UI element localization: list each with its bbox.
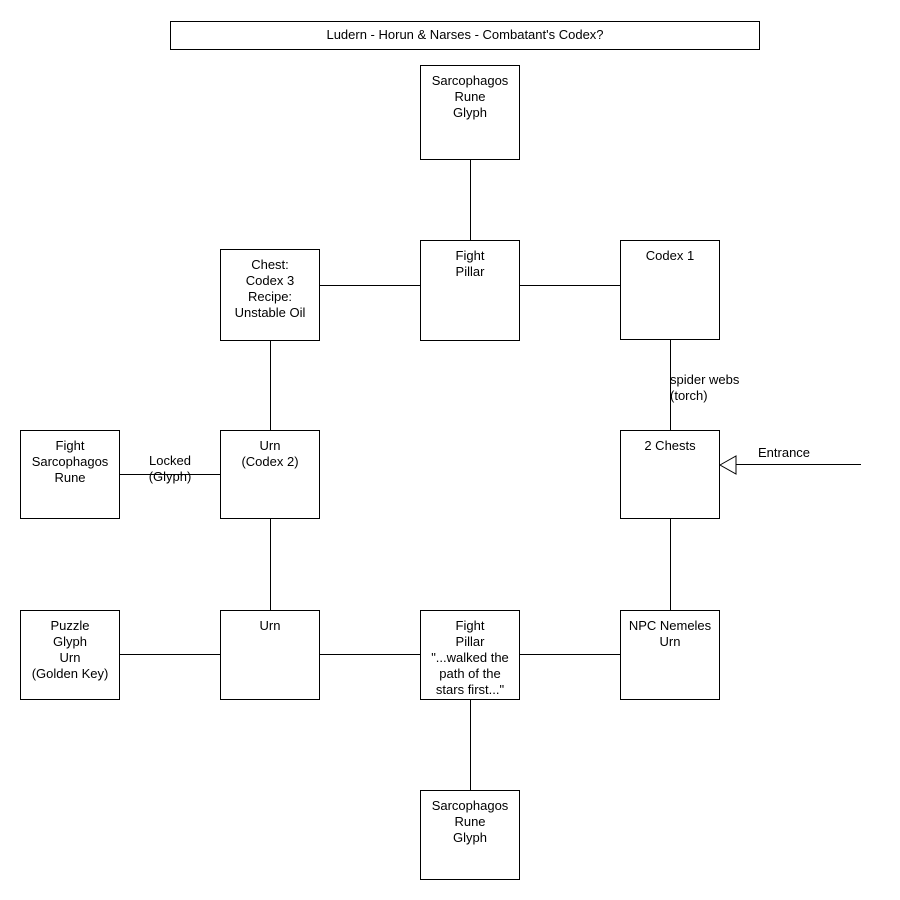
node-fight-pillar-top[interactable]: Fight Pillar [420,240,520,341]
edge-codex1-to-2chests [670,340,671,430]
edge-chest-to-urn-codex2 [270,341,271,430]
node-chest-codex3-recipe-unstable-oil[interactable]: Chest: Codex 3 Recipe: Unstable Oil [220,249,320,341]
node-sarcophagos-rune-glyph-bottom[interactable]: Sarcophagos Rune Glyph [420,790,520,880]
entrance-arrowhead-icon [718,455,737,475]
edge-label-spider-webs: spider webs (torch) [670,372,740,403]
diagram-title: Ludern - Horun & Narses - Combatant's Co… [170,21,760,50]
node-2-chests[interactable]: 2 Chests [620,430,720,519]
edge-fight-pillar-to-codex1 [520,285,620,286]
edge-fight-pillar-quote-to-npc-nemeles [520,654,620,655]
node-fight-sarcophagos-rune[interactable]: Fight Sarcophagos Rune [20,430,120,519]
edge-urn-codex2-to-urn [270,519,271,610]
edge-chest-to-fight-pillar [320,285,420,286]
node-fight-pillar-quote[interactable]: Fight Pillar "...walked the path of the … [420,610,520,700]
edge-sarcophagos-top-to-fight-pillar [470,160,471,240]
node-urn-codex-2[interactable]: Urn (Codex 2) [220,430,320,519]
edge-fight-sarcophagos-to-urn-codex2 [120,474,220,475]
node-puzzle-glyph-urn-golden-key[interactable]: Puzzle Glyph Urn (Golden Key) [20,610,120,700]
edge-fight-pillar-quote-to-sarcophagos-bottom [470,700,471,790]
edge-entrance-line [734,464,861,465]
node-sarcophagos-rune-glyph-top[interactable]: Sarcophagos Rune Glyph [420,65,520,160]
edge-2chests-to-npc-nemeles [670,519,671,610]
edge-urn-to-fight-pillar-quote [320,654,420,655]
edge-label-entrance: Entrance [758,445,811,460]
edge-label-locked-glyph: Locked (Glyph) [148,453,192,484]
edge-puzzle-to-urn [120,654,220,655]
node-codex-1[interactable]: Codex 1 [620,240,720,340]
node-npc-nemeles-urn[interactable]: NPC Nemeles Urn [620,610,720,700]
node-urn[interactable]: Urn [220,610,320,700]
